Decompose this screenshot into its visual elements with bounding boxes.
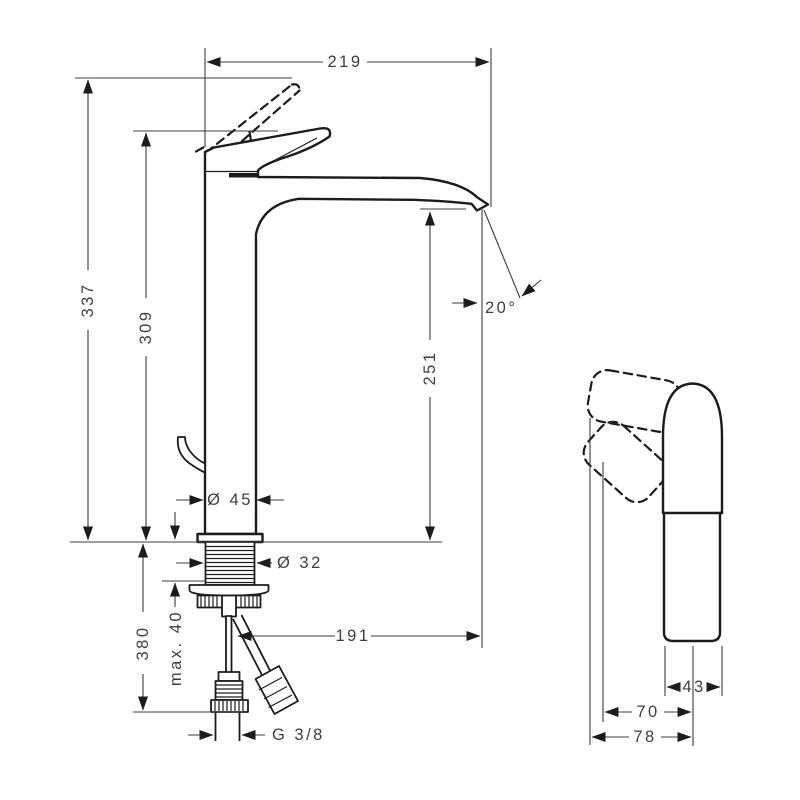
dim-spout-angle-label: 20° bbox=[485, 299, 517, 317]
dim-total-depth-label: 78 bbox=[633, 728, 656, 746]
dim-outlet-reach-label: 191 bbox=[335, 627, 370, 645]
fitting-nut-knurl bbox=[214, 701, 244, 711]
drain-rod bbox=[225, 615, 233, 674]
front-view: 219 337 309 251 20° Ø 45 Ø 32 max. 40 38… bbox=[70, 48, 542, 744]
dim-hose-length-label: 380 bbox=[134, 625, 152, 660]
vertical-supply-hose bbox=[214, 712, 241, 741]
front-dimension-lines bbox=[83, 57, 542, 740]
dim-hose-thread-label: G 3/8 bbox=[272, 726, 325, 744]
dim-total-height-label: 337 bbox=[79, 282, 97, 317]
mounting-flange bbox=[188, 584, 270, 597]
dim-spout-width-label: 219 bbox=[327, 53, 362, 71]
front-extension-lines bbox=[70, 48, 521, 713]
dim-base-diameter-label: Ø 45 bbox=[207, 491, 253, 509]
dim-body-width-label: 43 bbox=[682, 678, 705, 696]
side-dimension-lines bbox=[591, 682, 721, 742]
shank-thread-hatch bbox=[206, 545, 254, 584]
fitting-hatch bbox=[216, 684, 242, 698]
dim-handle-depth-label: 70 bbox=[636, 703, 659, 721]
dim-max-counter-label: max. 40 bbox=[167, 610, 185, 686]
dim-shank-diameter-label: Ø 32 bbox=[277, 554, 323, 572]
angled-supply-hose bbox=[232, 614, 299, 715]
handle-joint-band bbox=[229, 173, 258, 178]
nut-knurl-hatch bbox=[200, 596, 258, 607]
handle-blade-inner-line bbox=[262, 137, 318, 168]
faucet-body-outline bbox=[203, 126, 490, 536]
hose-fitting-top bbox=[217, 671, 241, 682]
drain-pull-rod bbox=[176, 436, 206, 474]
rod-guide-slot bbox=[221, 594, 237, 618]
side-view: 43 70 78 bbox=[582, 369, 724, 746]
dim-outlet-height-label: 251 bbox=[421, 350, 439, 385]
side-extension-lines bbox=[589, 418, 723, 746]
dim-handle-height-label: 309 bbox=[137, 309, 155, 344]
base-plate bbox=[196, 532, 264, 544]
